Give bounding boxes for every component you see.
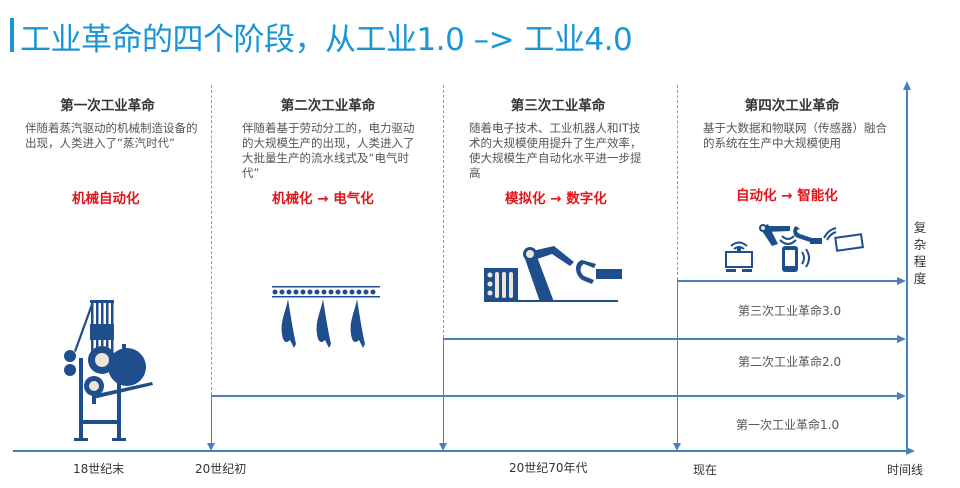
separator-3 [677, 85, 678, 280]
level-label-3: 第三次工业革命3.0 [738, 304, 842, 318]
era-marker-line-1 [210, 395, 212, 444]
stage-4-title: 第四次工业革命 [744, 98, 840, 114]
stage-1-title: 第一次工业革命 [60, 98, 155, 114]
industrial-robot-arm-icon [484, 246, 622, 302]
era-label-early-20th-century: 20世纪初 [195, 462, 247, 476]
era-label-1970s: 20世纪70年代 [509, 461, 588, 475]
stage-1: 第一次工业革命 [10, 94, 205, 114]
x-axis [13, 450, 908, 452]
era-marker-arrow-3 [673, 443, 681, 451]
x-axis-arrow [906, 447, 915, 455]
separator-2 [443, 85, 444, 338]
y-axis-arrow [903, 81, 911, 90]
level-1-line [211, 395, 899, 397]
level-3-line [677, 280, 899, 282]
level-2-line [443, 338, 899, 340]
stage-3-description: 随着电子技术、工业机器人和IT技术的大规模使用提升了生产效率，使大规模生产自动化… [469, 121, 642, 180]
era-marker-arrow-2 [439, 443, 447, 451]
level-label-1: 第一次工业革命1.0 [736, 418, 840, 432]
stage-1-description: 伴随着蒸汽驱动的机械制造设备的出现，人类进入了“蒸汽时代” [25, 121, 198, 150]
y-axis [906, 88, 908, 451]
stage-2-tag: 机械化 → 电气化 [272, 191, 374, 207]
stage-2: 第二次工业革命 [228, 94, 428, 114]
page-title: 工业革命的四个阶段，从工业1.0 –> 工业4.0 [20, 22, 633, 58]
stage-1-tag: 机械自动化 [72, 191, 140, 207]
era-label-18th-century: 18世纪末 [73, 462, 125, 476]
title-accent-bar [10, 18, 14, 52]
separator-1 [211, 85, 212, 395]
stage-4-description: 基于大数据和物联网（传感器）融合的系统在生产中大规模使用 [703, 121, 887, 150]
stage-3: 第三次工业革命 [458, 94, 658, 114]
stage-2-title: 第二次工业革命 [280, 98, 376, 114]
era-label-now: 现在 [693, 463, 718, 477]
stage-2-description: 伴随着基于劳动分工的，电力驱动的大规模生产的出现，人类进入了大批量生产的流水线式… [242, 121, 415, 180]
level-2-arrow [897, 335, 906, 343]
era-marker-line-2 [442, 338, 444, 444]
steam-loom-machine-icon [64, 300, 153, 441]
stage-4: 第四次工业革命 [692, 94, 892, 114]
stage-4-tag: 自动化 → 智能化 [736, 188, 838, 204]
assembly-line-icon [272, 286, 380, 348]
y-axis-label: 复杂程度 [913, 220, 927, 286]
era-marker-arrow-1 [207, 443, 215, 451]
stage-3-title: 第三次工业革命 [510, 98, 606, 114]
stage-3-tag: 模拟化 → 数字化 [505, 191, 607, 207]
x-axis-label: 时间线 [887, 463, 924, 477]
level-label-2: 第二次工业革命2.0 [738, 355, 842, 369]
connected-devices-icon [725, 224, 864, 272]
level-3-arrow [897, 277, 906, 285]
level-1-arrow [897, 392, 906, 400]
era-marker-line-3 [676, 280, 678, 444]
